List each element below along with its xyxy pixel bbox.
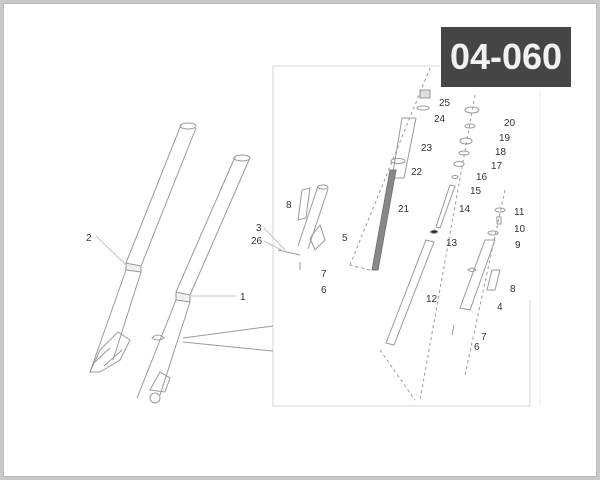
diagram-code-badge: 04-060 <box>441 27 571 87</box>
part-label-10: 10 <box>514 224 526 235</box>
part-label-6b: 6 <box>474 342 480 353</box>
part-label-3: 3 <box>256 223 262 234</box>
part-label-24: 24 <box>434 114 446 125</box>
part-label-16: 16 <box>476 172 488 183</box>
part-label-22: 22 <box>411 167 423 178</box>
part-label-14: 14 <box>459 204 471 215</box>
part-5-outer-leg <box>277 184 329 270</box>
part-label-6: 6 <box>321 285 327 296</box>
part-label-13: 13 <box>446 238 458 249</box>
part-label-8b: 8 <box>510 284 516 295</box>
cartridge-group <box>349 67 506 401</box>
part-label-17: 17 <box>491 161 503 172</box>
part-label-2: 2 <box>86 233 92 244</box>
part-label-15: 15 <box>470 186 482 197</box>
part-label-4: 4 <box>497 302 503 313</box>
part-label-25: 25 <box>439 98 451 109</box>
part-label-7: 7 <box>321 269 327 280</box>
part-label-11: 11 <box>514 207 525 218</box>
part-label-5: 5 <box>342 233 348 244</box>
part-label-20: 20 <box>504 118 516 129</box>
part-label-8: 8 <box>286 200 292 211</box>
fork-leg-right <box>136 154 251 404</box>
part-label-1: 1 <box>240 292 246 303</box>
part-label-7b: 7 <box>481 332 487 343</box>
fork-leg-left <box>89 122 197 373</box>
part-label-18: 18 <box>495 147 507 158</box>
part-label-26: 26 <box>251 236 263 247</box>
part-label-19: 19 <box>499 133 511 144</box>
part-label-9: 9 <box>515 240 521 251</box>
part-label-21: 21 <box>398 204 410 215</box>
part-label-23: 23 <box>421 143 433 154</box>
part-label-12: 12 <box>426 294 438 305</box>
